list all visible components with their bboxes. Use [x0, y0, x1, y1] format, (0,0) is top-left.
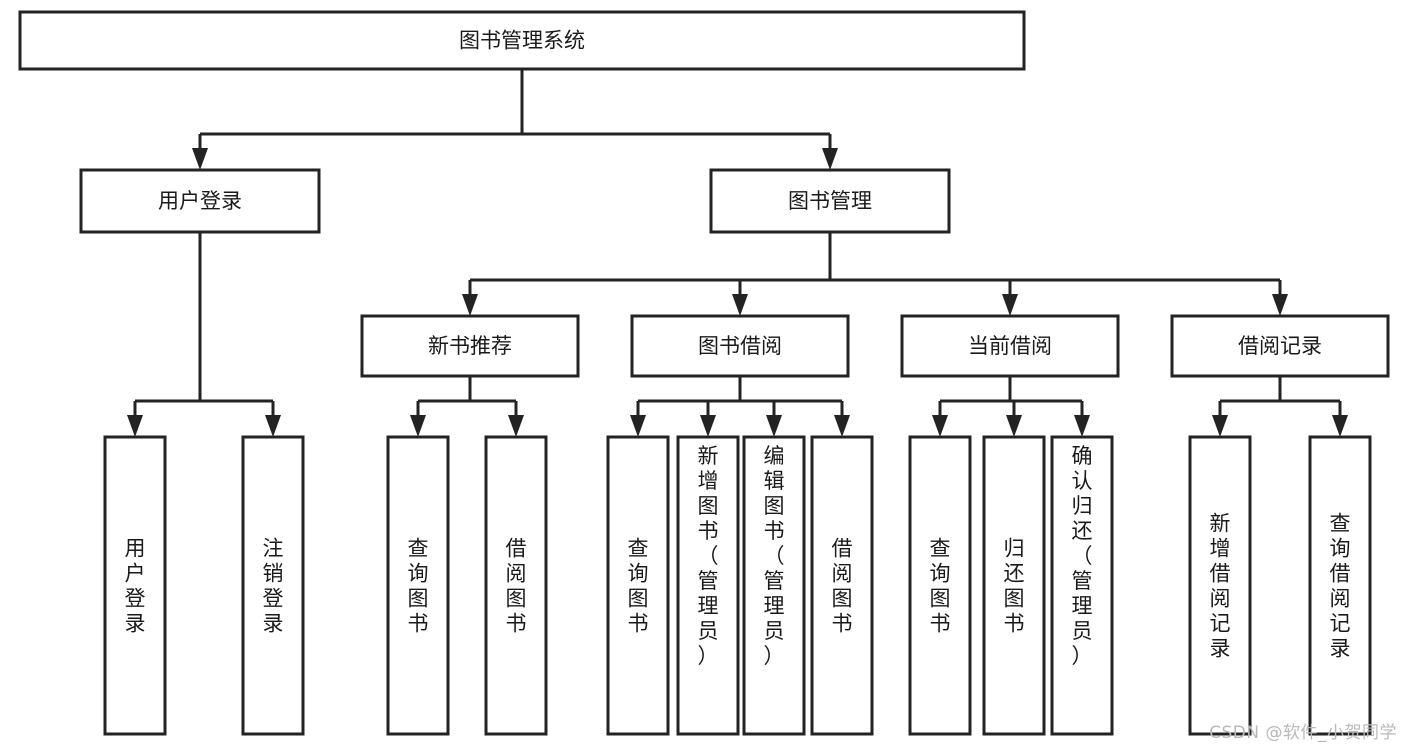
node-leaf-add-book[interactable]: 新增图书（管理员）: [676, 435, 740, 736]
node-label: 借阅图书: [506, 537, 527, 636]
node-box[interactable]: [630, 314, 850, 378]
watermark-text: CSDN @软件_小贺同学: [1209, 723, 1397, 743]
node-leaf-logout[interactable]: 注销登录: [241, 435, 305, 736]
arrow-head-icon: [1272, 294, 1288, 316]
node-box[interactable]: [1050, 435, 1114, 736]
node-label: 查询图书: [628, 537, 649, 636]
node-new-book-rec[interactable]: 新书推荐: [360, 314, 580, 378]
node-box[interactable]: [900, 314, 1120, 378]
node-label: 归还图书: [1004, 537, 1025, 636]
node-leaf-borrow-book-1[interactable]: 借阅图书: [484, 435, 548, 736]
node-label: 借阅图书: [832, 537, 853, 636]
node-box[interactable]: [908, 435, 972, 736]
node-label: 用户登录: [125, 537, 146, 636]
node-box[interactable]: [484, 435, 548, 736]
edge-group: [1212, 376, 1348, 437]
node-box[interactable]: [18, 10, 1026, 71]
node-leaf-add-record[interactable]: 新增借阅记录: [1188, 435, 1252, 736]
arrow-head-icon: [508, 415, 524, 437]
node-leaf-query-book-1[interactable]: 查询图书: [386, 435, 450, 736]
arrow-head-icon: [834, 415, 850, 437]
arrow-head-icon: [766, 415, 782, 437]
node-label: 新增图书（管理员）: [698, 444, 719, 668]
node-book-manage[interactable]: 图书管理: [709, 168, 951, 234]
node-book-borrow[interactable]: 图书借阅: [630, 314, 850, 378]
arrow-head-icon: [1006, 415, 1022, 437]
edge-group: [410, 376, 524, 437]
node-leaf-borrow-book-2[interactable]: 借阅图书: [810, 435, 874, 736]
node-leaf-confirm-return[interactable]: 确认归还（管理员）: [1050, 435, 1114, 736]
node-label: 图书借阅: [698, 334, 782, 358]
node-leaf-query-record[interactable]: 查询借阅记录: [1308, 435, 1372, 736]
node-box[interactable]: [360, 314, 580, 378]
arrow-head-icon: [732, 294, 748, 316]
node-label: 查询借阅记录: [1330, 512, 1351, 661]
node-label: 用户登录: [158, 189, 242, 213]
node-box[interactable]: [676, 435, 740, 736]
node-box[interactable]: [742, 435, 806, 736]
node-label: 查询图书: [408, 537, 429, 636]
node-box[interactable]: [241, 435, 305, 736]
node-box[interactable]: [1170, 314, 1390, 378]
node-box[interactable]: [103, 435, 167, 736]
node-user-login[interactable]: 用户登录: [79, 168, 321, 234]
edge-group: [932, 376, 1090, 437]
node-box[interactable]: [1188, 435, 1252, 736]
node-label: 图书管理: [788, 189, 872, 213]
node-borrow-record[interactable]: 借阅记录: [1170, 314, 1390, 378]
arrow-head-icon: [1212, 415, 1228, 437]
node-current-borrow[interactable]: 当前借阅: [900, 314, 1120, 378]
node-label: 新增借阅记录: [1210, 512, 1231, 661]
node-box[interactable]: [79, 168, 321, 234]
arrow-head-icon: [630, 415, 646, 437]
node-box[interactable]: [386, 435, 450, 736]
edge-group: [462, 232, 1288, 316]
node-leaf-return-book[interactable]: 归还图书: [982, 435, 1046, 736]
arrow-head-icon: [462, 294, 478, 316]
node-leaf-query-book-2[interactable]: 查询图书: [606, 435, 670, 736]
arrow-head-icon: [127, 415, 143, 437]
edge-group: [127, 232, 281, 437]
node-label: 图书管理系统: [459, 29, 585, 53]
arrow-head-icon: [822, 148, 838, 170]
node-label: 新书推荐: [428, 334, 512, 358]
node-label: 确认归还（管理员）: [1072, 444, 1093, 668]
node-box[interactable]: [810, 435, 874, 736]
arrow-head-icon: [932, 415, 948, 437]
arrow-head-icon: [1002, 294, 1018, 316]
edge-group: [630, 376, 850, 437]
node-box[interactable]: [606, 435, 670, 736]
node-label: 注销登录: [263, 537, 284, 636]
node-label: 查询图书: [930, 537, 951, 636]
edges-layer: [127, 69, 1348, 437]
arrow-head-icon: [192, 148, 208, 170]
node-root[interactable]: 图书管理系统: [18, 10, 1026, 71]
node-box[interactable]: [982, 435, 1046, 736]
node-box[interactable]: [1308, 435, 1372, 736]
nodes-layer: 图书管理系统用户登录图书管理新书推荐图书借阅当前借阅借阅记录用户登录注销登录查询…: [18, 10, 1390, 736]
edge-group: [192, 69, 838, 170]
node-leaf-query-book-3[interactable]: 查询图书: [908, 435, 972, 736]
node-box[interactable]: [709, 168, 951, 234]
node-label: 编辑图书（管理员）: [764, 444, 785, 668]
node-leaf-edit-book[interactable]: 编辑图书（管理员）: [742, 435, 806, 736]
arrow-head-icon: [265, 415, 281, 437]
node-leaf-user-login[interactable]: 用户登录: [103, 435, 167, 736]
arrow-head-icon: [1074, 415, 1090, 437]
arrow-head-icon: [700, 415, 716, 437]
node-label: 当前借阅: [968, 334, 1052, 358]
arrow-head-icon: [410, 415, 426, 437]
node-label: 借阅记录: [1238, 334, 1322, 358]
arrow-head-icon: [1332, 415, 1348, 437]
